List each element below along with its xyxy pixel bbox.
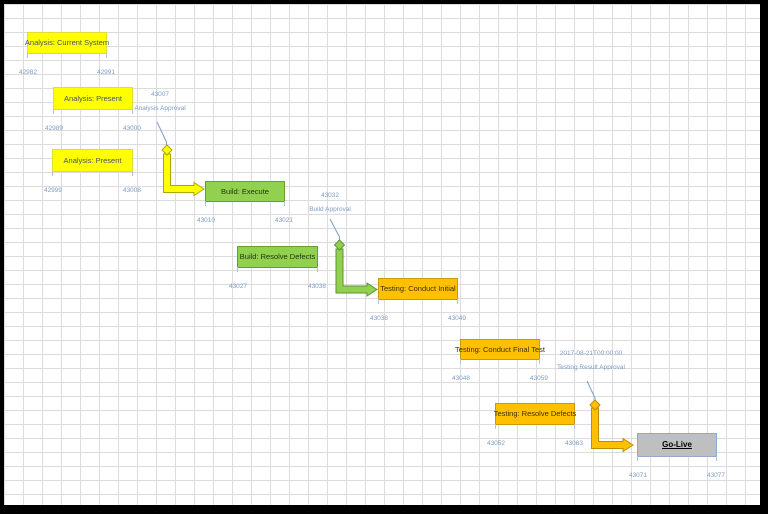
date-tick [237, 267, 238, 272]
task-end-date: 43038 [307, 283, 327, 290]
date-tick [27, 53, 28, 58]
connectors-layer [156, 121, 634, 453]
task-label: Analysis: Current System [24, 38, 110, 48]
task-end-date: 42991 [96, 69, 116, 76]
task-analysis-current-system[interactable]: Analysis: Current System 42982 42991 [19, 32, 115, 76]
task-analysis-present-1[interactable]: Analysis: Present 42989 43000 [45, 87, 141, 132]
task-testing-resolve-defects[interactable]: Testing: Resolve Defects 43052 43063 [487, 403, 583, 447]
task-start-date: 43038 [369, 315, 389, 322]
task-start-date: 42982 [18, 69, 38, 76]
task-start-date: 42999 [43, 187, 63, 194]
callout-build-approval: 43032 Build Approval [280, 192, 380, 213]
callout-leader-testing-result-approval [586, 380, 596, 401]
task-start-date: 43010 [196, 217, 216, 224]
task-end-date: 43049 [447, 315, 467, 322]
milestone-date: 43032 [320, 192, 340, 199]
task-label: Build: Execute [221, 186, 269, 196]
date-tick [574, 424, 575, 429]
callout-leader-analysis-approval [156, 121, 167, 146]
callout-testing-result-approval: 2017-08-21T00:00:00 Testing Result Appro… [531, 350, 651, 371]
task-end-date: 43059 [529, 375, 549, 382]
task-start-date: 43048 [451, 375, 471, 382]
task-build-execute[interactable]: Build: Execute 43010 43021 [197, 181, 293, 224]
task-end-date: 43021 [274, 217, 294, 224]
connector-arrow-testing-to-golive[interactable] [591, 407, 634, 453]
connector-arrow-analysis-to-build[interactable] [163, 153, 205, 197]
milestone-date: 43007 [150, 91, 170, 98]
date-tick [132, 171, 133, 176]
task-end-date: 43063 [564, 440, 584, 447]
task-start-date: 42989 [44, 125, 64, 132]
task-testing-conduct-final-test[interactable]: Testing: Conduct Final Test 43048 43059 [452, 339, 548, 382]
task-build-resolve-defects[interactable]: Build: Resolve Defects 43027 43038 [229, 246, 326, 290]
task-start-date: 43052 [486, 440, 506, 447]
milestone-diamond-testing-result-approval[interactable] [589, 399, 601, 411]
date-tick [132, 109, 133, 114]
date-tick [106, 53, 107, 58]
milestone-label: Testing Result Approval [557, 363, 625, 371]
callout-analysis-approval: 43007 Analysis Approval [110, 91, 210, 112]
task-go-live[interactable]: Go-Live 43071 43077 [629, 433, 725, 479]
date-tick [495, 424, 496, 429]
date-tick [205, 201, 206, 206]
date-tick [52, 171, 53, 176]
milestone-date: 2017-08-21T00:00:00 [559, 350, 623, 357]
connector-arrow-build-to-testing[interactable] [335, 248, 378, 297]
task-label: Testing: Conduct Final Test [455, 344, 545, 354]
task-label: Testing: Resolve Defects [493, 409, 577, 419]
task-label: Go-Live [662, 440, 692, 449]
milestone-label: Build Approval [309, 205, 351, 213]
date-tick [716, 456, 717, 461]
date-tick [457, 299, 458, 304]
callout-leader-build-approval [329, 218, 340, 241]
milestone-diamond-analysis-approval[interactable] [161, 144, 173, 156]
task-label: Testing: Conduct Initial [380, 284, 456, 294]
date-tick [317, 267, 318, 272]
task-start-date: 43027 [228, 283, 248, 290]
date-tick [284, 201, 285, 206]
date-tick [637, 456, 638, 461]
task-end-date: 43077 [706, 472, 726, 479]
task-analysis-present-2[interactable]: Analysis: Present 42999 43008 [44, 149, 141, 194]
task-start-date: 43071 [628, 472, 648, 479]
spreadsheet-grid-canvas: Analysis: Current System 42982 42991 Ana… [4, 4, 760, 505]
date-tick [378, 299, 379, 304]
date-tick [539, 359, 540, 364]
date-tick [53, 109, 54, 114]
date-tick [460, 359, 461, 364]
task-label: Analysis: Present [64, 93, 122, 103]
task-end-date: 43008 [122, 187, 142, 194]
task-end-date: 43000 [122, 125, 142, 132]
task-label: Build: Resolve Defects [239, 252, 316, 262]
milestone-label: Analysis Approval [134, 104, 186, 112]
task-label: Analysis: Present [63, 155, 122, 165]
milestone-diamond-build-approval[interactable] [333, 239, 346, 251]
task-testing-conduct-initial[interactable]: Testing: Conduct Initial 43038 43049 [370, 278, 466, 322]
